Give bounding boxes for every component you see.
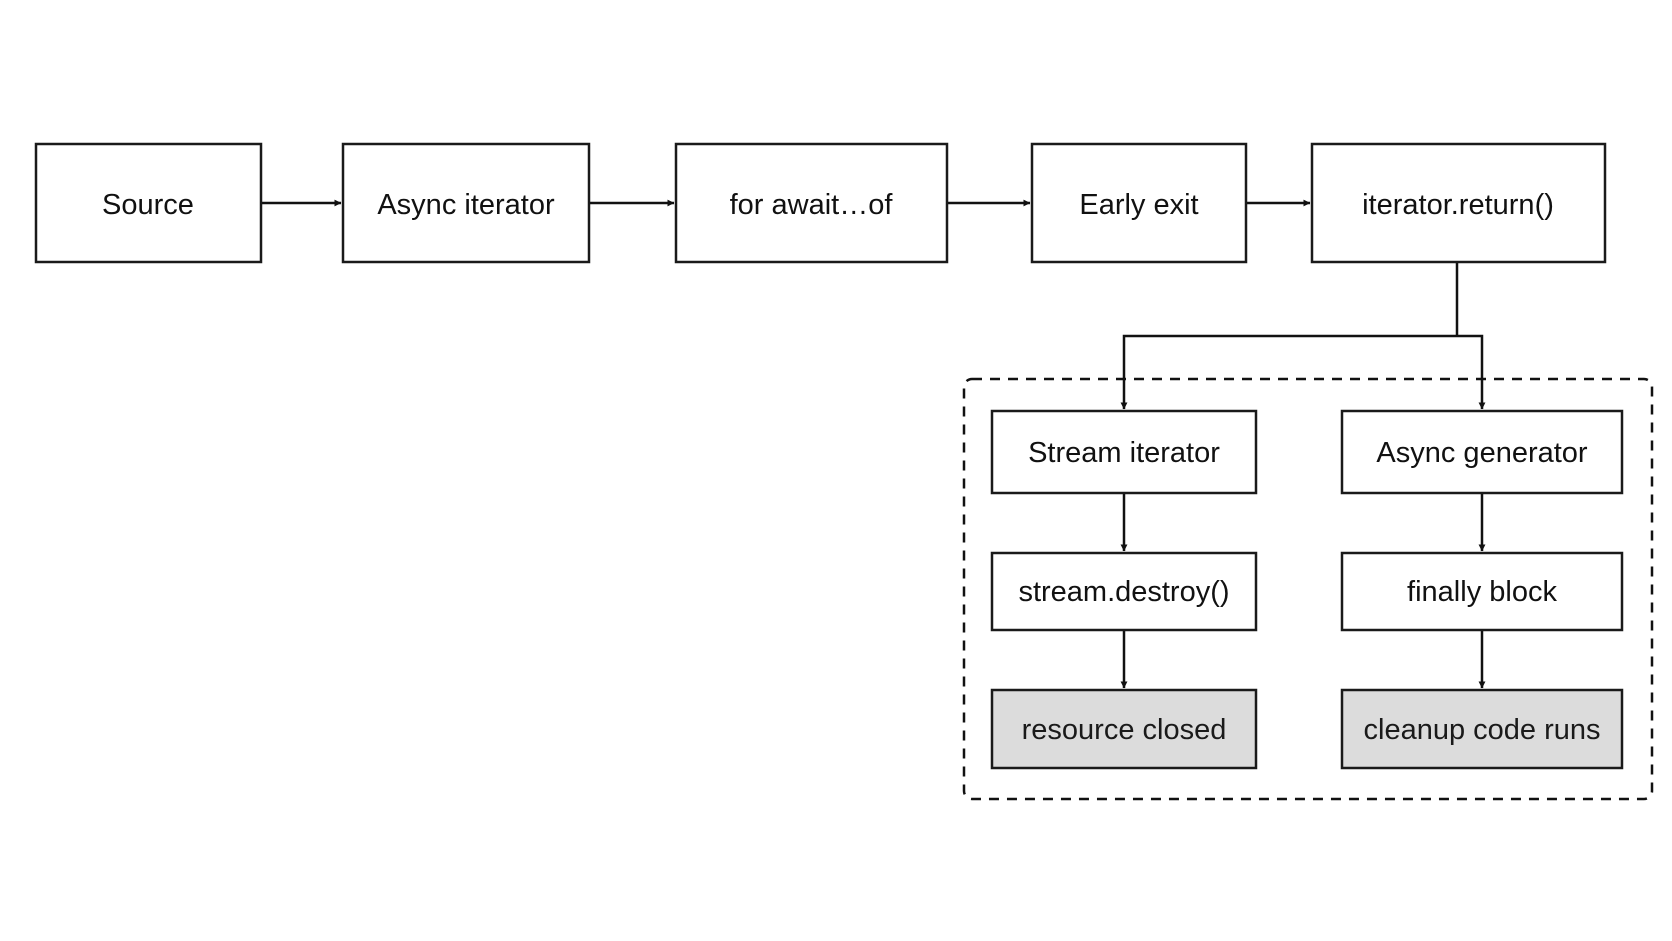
node-stream-destroy-box	[990, 551, 1258, 632]
node-async-generator-box	[1340, 409, 1624, 495]
node-async-iterator-label: Async iterator	[377, 189, 555, 221]
node-source: Source	[34, 142, 263, 264]
node-resource-closed-box	[990, 688, 1258, 770]
node-async-iterator: Async iterator	[341, 142, 591, 264]
node-iterator-return-label: iterator.return()	[1362, 189, 1554, 221]
cleanup-group-container	[962, 377, 1654, 801]
node-async-iterator-box	[341, 142, 591, 264]
node-finally-block-box	[1340, 551, 1624, 632]
node-for-await-of-label: for await…of	[730, 189, 894, 221]
node-resource-closed: resource closed	[990, 688, 1258, 770]
node-for-await-of-box	[674, 142, 949, 264]
node-finally-block-label: finally block	[1407, 576, 1557, 608]
node-stream-iterator: Stream iterator	[990, 409, 1258, 495]
node-early-exit-label: Early exit	[1079, 189, 1198, 221]
node-early-exit-box	[1030, 142, 1248, 264]
edge-iterator-return-to-stream-iterator	[1120, 334, 1457, 410]
node-stream-iterator-label: Stream iterator	[1028, 437, 1220, 469]
node-source-box	[34, 142, 263, 264]
node-iterator-return-box	[1310, 142, 1607, 264]
node-async-generator: Async generator	[1340, 409, 1624, 495]
node-stream-destroy-label: stream.destroy()	[1018, 576, 1229, 608]
node-cleanup-code-runs: cleanup code runs	[1340, 688, 1624, 770]
edge-iterator-return-to-async-generator	[1457, 334, 1486, 410]
node-stream-destroy: stream.destroy()	[990, 551, 1258, 632]
node-source-label: Source	[102, 189, 194, 221]
edges	[261, 199, 1486, 689]
node-async-generator-label: Async generator	[1376, 437, 1588, 469]
node-cleanup-code-runs-box	[1340, 688, 1624, 770]
node-finally-block: finally block	[1340, 551, 1624, 632]
node-early-exit: Early exit	[1030, 142, 1248, 264]
node-stream-iterator-box	[990, 409, 1258, 495]
node-iterator-return: iterator.return()	[1310, 142, 1607, 264]
node-for-await-of: for await…of	[674, 142, 949, 264]
node-resource-closed-label: resource closed	[1022, 714, 1227, 746]
node-cleanup-code-runs-label: cleanup code runs	[1364, 714, 1601, 746]
